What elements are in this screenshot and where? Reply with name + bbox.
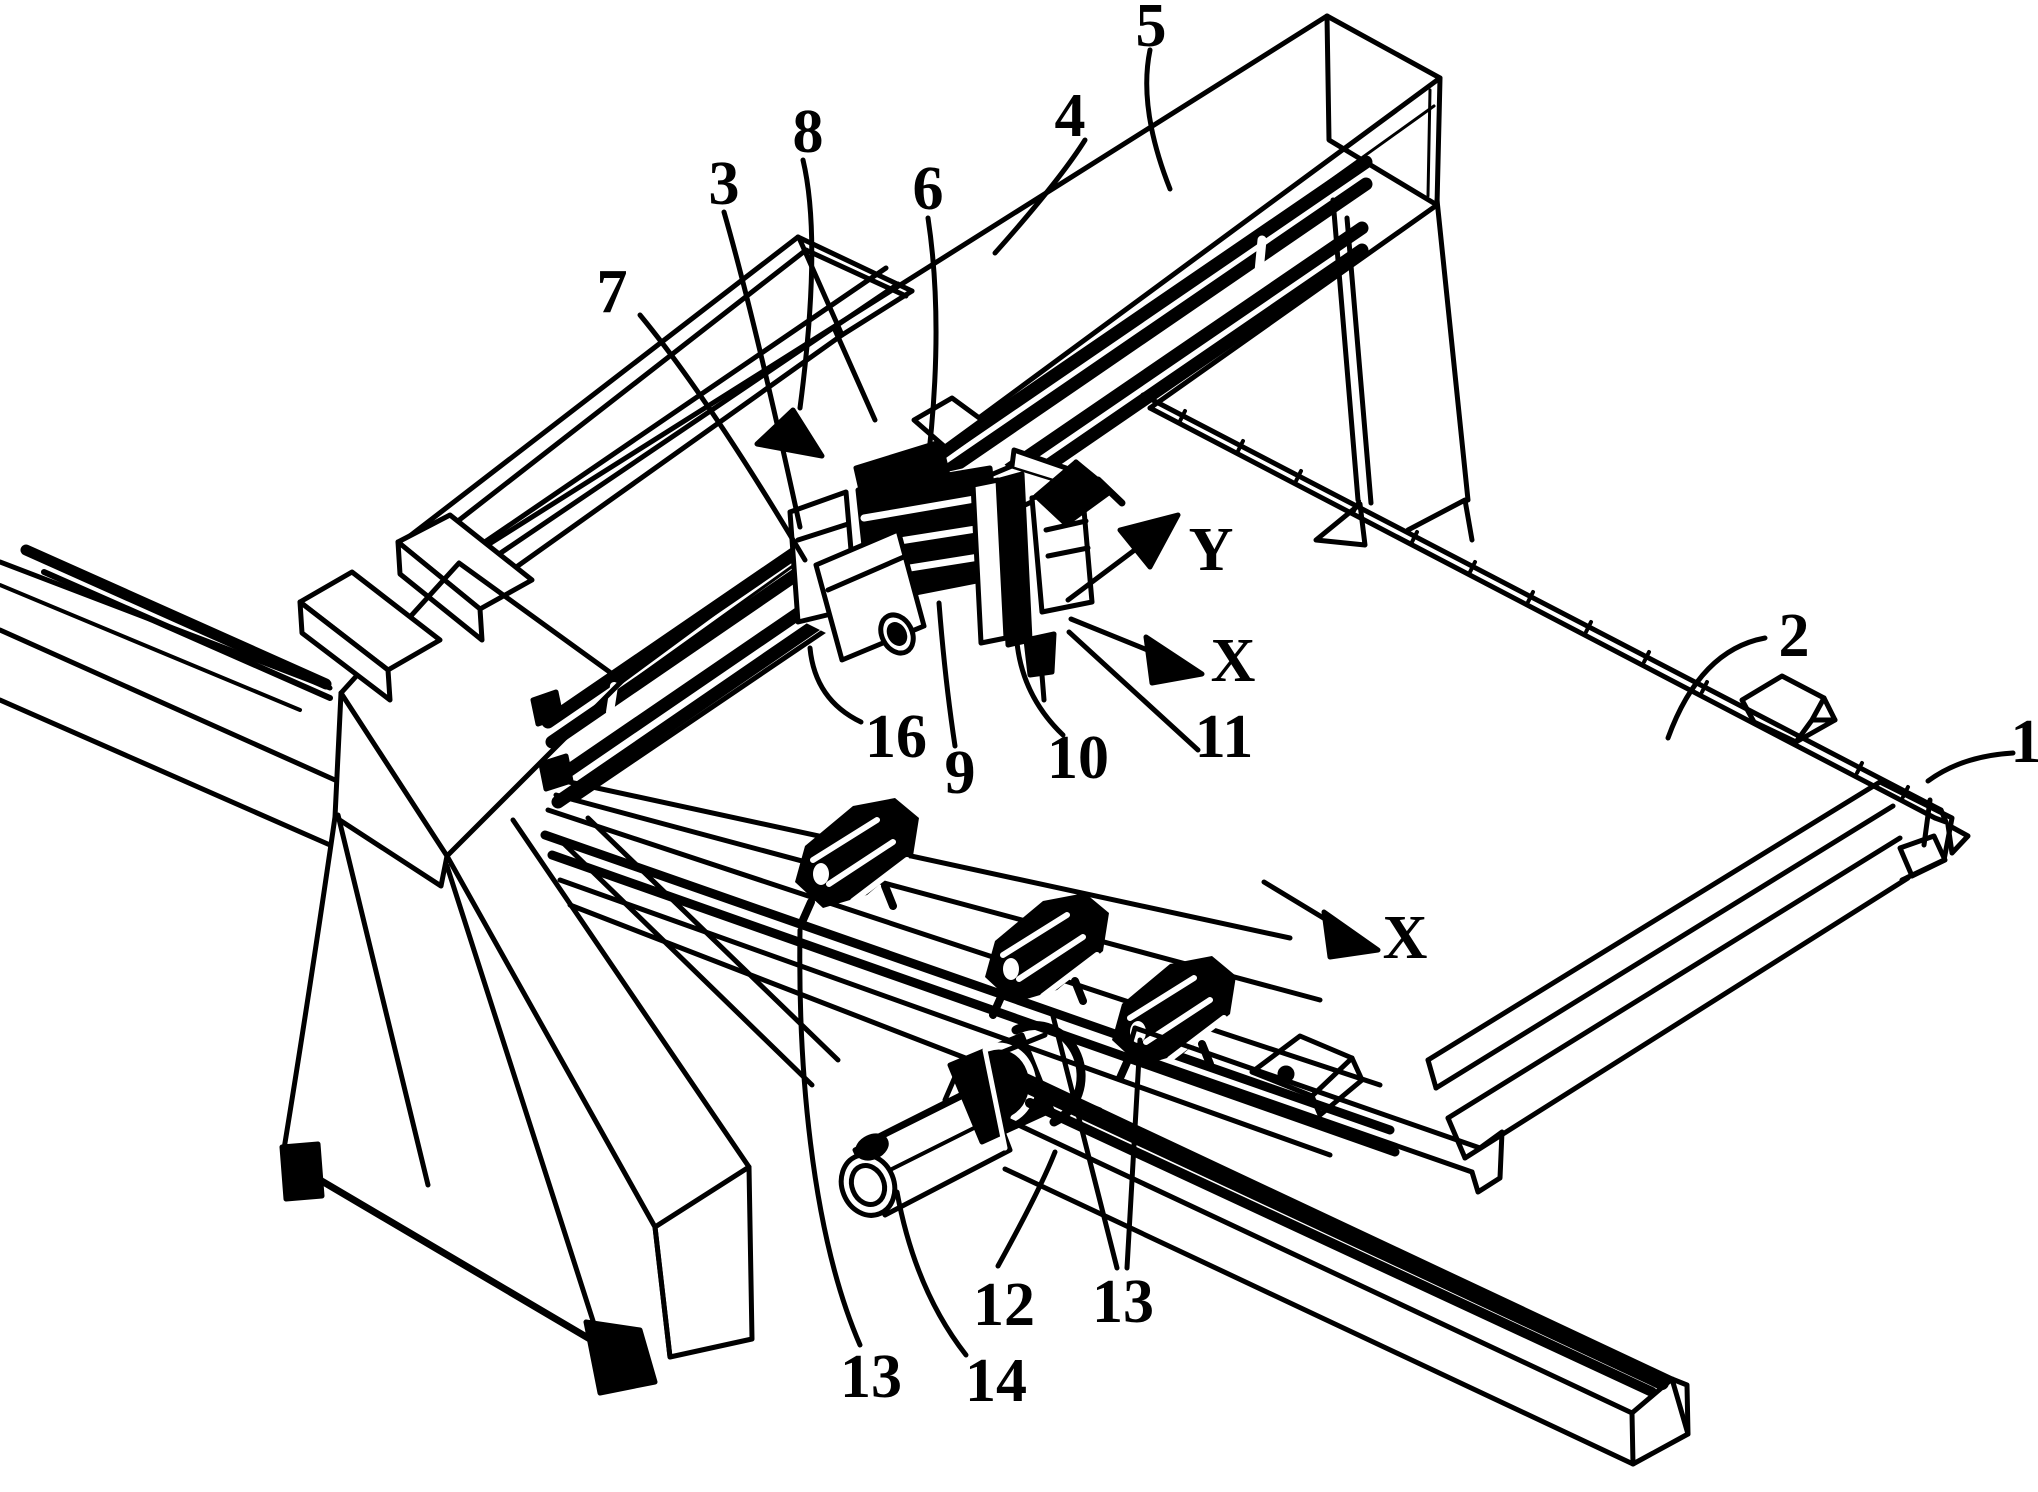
svg-text:2: 2 [1779,602,1810,670]
svg-text:X: X [1383,904,1428,972]
svg-text:10: 10 [1047,724,1109,792]
svg-text:9: 9 [945,739,976,807]
svg-text:13: 13 [1092,1268,1154,1336]
svg-text:4: 4 [1055,82,1086,150]
svg-text:7: 7 [597,258,628,326]
svg-text:12: 12 [973,1271,1035,1339]
svg-text:13: 13 [840,1343,902,1411]
svg-text:8: 8 [793,98,824,166]
svg-text:6: 6 [913,155,944,223]
svg-text:5: 5 [1136,0,1167,60]
svg-text:X: X [1211,627,1256,695]
svg-text:14: 14 [965,1347,1027,1415]
svg-text:Y: Y [1189,516,1234,584]
svg-text:11: 11 [1195,703,1254,771]
svg-text:16: 16 [865,703,927,771]
svg-text:1: 1 [2011,708,2038,776]
svg-text:3: 3 [709,150,740,218]
